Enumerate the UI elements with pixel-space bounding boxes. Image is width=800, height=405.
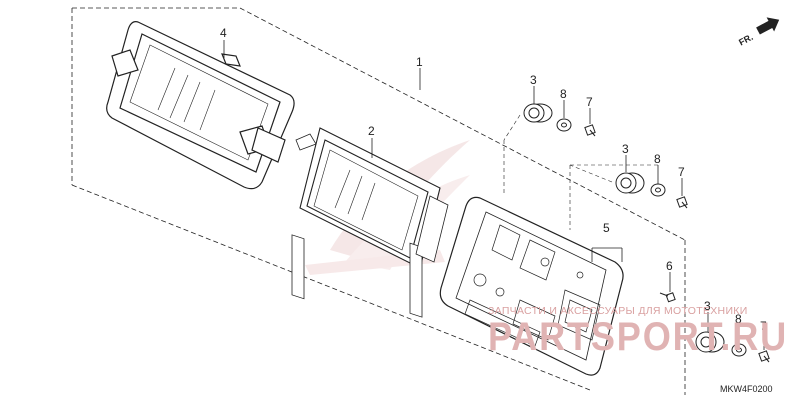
callout-1: 1 <box>416 55 423 69</box>
part-8-washer-top <box>556 118 572 132</box>
callout-4: 4 <box>220 26 227 40</box>
part-7-screw-bottom <box>758 350 770 363</box>
callout-3-middle: 3 <box>622 142 629 156</box>
callout-7-middle: 7 <box>678 165 685 179</box>
watermark-brand: PARTSPORT.RU <box>488 315 788 359</box>
part-2-display-panel <box>291 127 449 318</box>
diagram-code: MKW4F0200 <box>720 384 773 394</box>
part-3-grommet-middle <box>615 172 645 194</box>
watermark-tagline: ЗАПЧАСТИ И АКСЕССУАРЫ ДЛЯ МОТОТЕХНИКИ <box>488 305 748 317</box>
callout-7-top: 7 <box>586 95 593 109</box>
front-direction-indicator: FR. <box>737 17 780 48</box>
callout-7-bottom: 7 <box>760 319 767 333</box>
assembly-dashed-frame <box>71 7 686 395</box>
callout-8-bottom: 8 <box>735 312 742 326</box>
callout-3-bottom: 3 <box>704 299 711 313</box>
assembly-guide-lines <box>503 114 660 230</box>
callout-5: 5 <box>603 221 610 235</box>
callout-3-top: 3 <box>530 73 537 87</box>
callout-8-top: 8 <box>560 87 567 101</box>
part-3-grommet-top <box>523 103 553 123</box>
callout-8-middle: 8 <box>654 152 661 166</box>
part-3-grommet-bottom <box>695 331 725 353</box>
part-7-screw-top <box>584 124 596 137</box>
front-arrow-icon <box>756 17 780 35</box>
part-8-washer-middle <box>650 183 666 197</box>
part-4-screen-cover <box>106 21 295 190</box>
leader-lines <box>223 40 765 350</box>
callout-labels: 4 2 1 3 8 7 3 8 7 5 6 3 8 7 <box>220 26 767 333</box>
part-6-screw <box>659 292 676 303</box>
front-label: FR. <box>737 32 754 48</box>
callout-2: 2 <box>368 124 375 138</box>
part-8-washer-bottom <box>731 343 747 357</box>
part-1-meter-housing <box>439 196 624 376</box>
part-7-screw-middle <box>676 196 688 209</box>
callout-6: 6 <box>666 259 673 273</box>
